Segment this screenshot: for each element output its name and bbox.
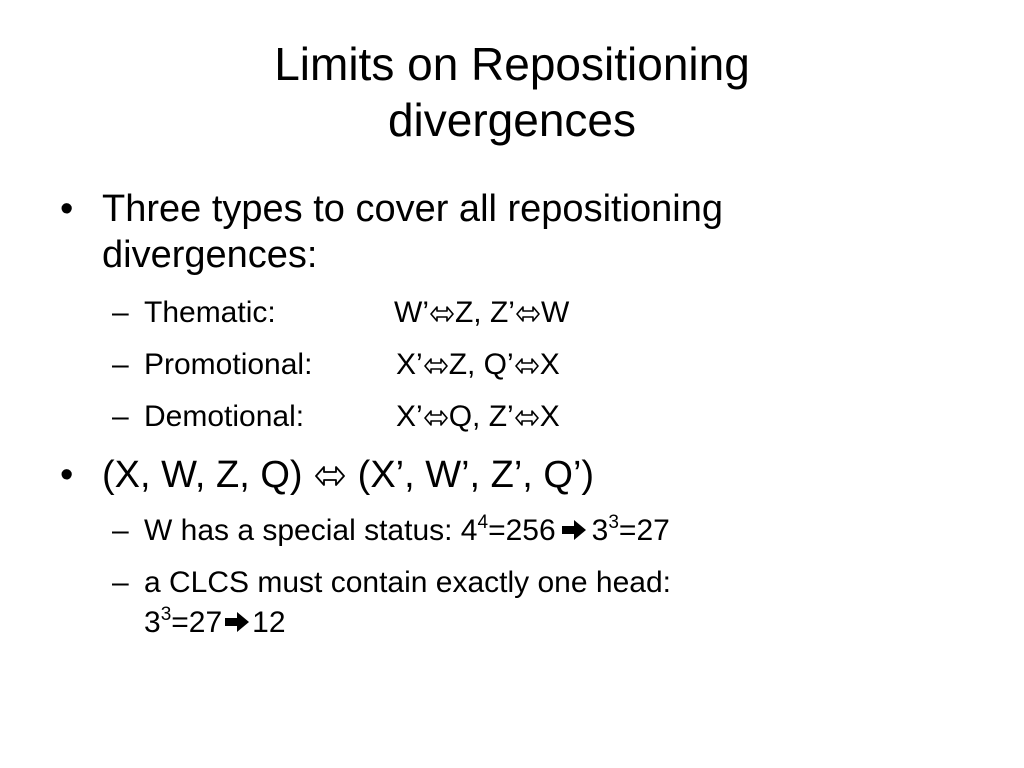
bold-right-arrow-icon (561, 520, 586, 540)
sub-marker: – (112, 514, 129, 547)
left-right-double-arrow-icon (430, 306, 454, 322)
value: =27 (171, 606, 223, 639)
bullet-marker: • (60, 188, 74, 230)
base: 3 (144, 606, 161, 639)
value: =27 (618, 514, 670, 547)
title-line-2: divergences (387, 94, 637, 146)
sub-marker: – (112, 296, 129, 329)
title-line-1: Limits on Repositioning (274, 38, 750, 90)
left-right-double-arrow-icon (514, 410, 539, 426)
exponent: 4 (477, 512, 489, 533)
left-right-double-arrow-icon (516, 306, 540, 322)
term: W (540, 296, 570, 329)
left-right-double-arrow-icon (423, 358, 448, 374)
tuple-left: (X, W, Z, Q) (102, 454, 303, 496)
term: X’ (396, 348, 423, 381)
sub-item-label: Promotional: (144, 348, 313, 381)
sub-marker: – (112, 348, 129, 381)
term: X (539, 400, 560, 433)
term: X’ (396, 400, 423, 433)
special-status-text: W has a special status: 4 (144, 514, 478, 547)
exponent: 3 (608, 512, 619, 533)
sub-item-label: Thematic: (144, 296, 276, 329)
slide-title: Limits on Repositioning divergences (0, 36, 1024, 148)
term: Q, Z’ (448, 400, 514, 433)
left-right-double-arrow-icon (514, 358, 539, 374)
bullet-1-line-1: Three types to cover all repositioning (102, 188, 723, 230)
bullet-1-line-2: divergences: (102, 234, 318, 276)
value: =256 (488, 514, 556, 547)
term: X (539, 348, 560, 381)
left-right-double-arrow-icon (315, 466, 346, 486)
sub-marker: – (112, 566, 129, 599)
sub-marker: – (112, 400, 129, 433)
bullet-marker: • (60, 454, 74, 496)
clcs-line-1: a CLCS must contain exactly one head: (144, 566, 671, 599)
term: W’ (394, 296, 429, 329)
sub-item-label: Demotional: (144, 400, 305, 433)
term: Z, Z’ (454, 296, 515, 329)
left-right-double-arrow-icon (423, 410, 448, 426)
bold-right-arrow-icon (225, 612, 250, 632)
exponent: 3 (160, 604, 172, 625)
base: 3 (591, 514, 609, 547)
value: 12 (252, 606, 286, 639)
tuple-right: (X’, W’, Z’, Q’) (357, 454, 595, 496)
term: Z, Q’ (448, 348, 514, 381)
